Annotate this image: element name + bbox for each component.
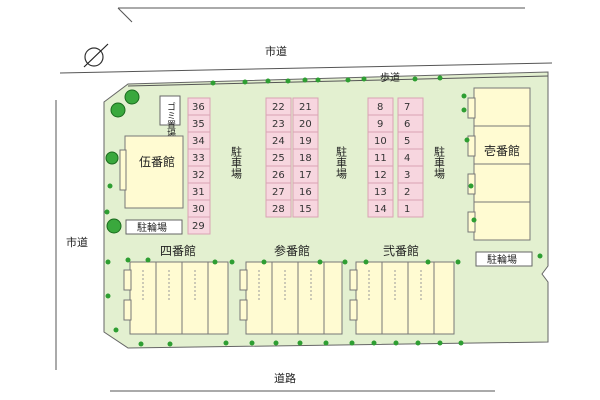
building-5-notch bbox=[119, 149, 127, 191]
slot-number: 15 bbox=[299, 204, 312, 215]
slot-number: 3 bbox=[404, 170, 410, 181]
slot-number: 22 bbox=[272, 102, 285, 113]
slot-number: 20 bbox=[299, 119, 312, 130]
building-5-body bbox=[124, 135, 184, 209]
slot-number: 2 bbox=[404, 187, 410, 198]
parking-column-d: 8 9 10 11 12 13 14 bbox=[367, 97, 394, 218]
slot-number: 32 bbox=[192, 170, 205, 181]
slot-number: 8 bbox=[377, 102, 383, 113]
parking-slot bbox=[292, 199, 319, 218]
garbage-area bbox=[159, 95, 181, 126]
slot-number: 12 bbox=[374, 170, 387, 181]
slot-number: 31 bbox=[192, 187, 205, 198]
slot-number: 25 bbox=[272, 153, 285, 164]
north-arrow-icon bbox=[83, 43, 109, 68]
slot-number: 21 bbox=[299, 102, 312, 113]
top-road-label: 市道 bbox=[265, 44, 287, 58]
building-4 bbox=[123, 261, 229, 335]
parking-label-3: 駐車場 bbox=[433, 145, 446, 180]
slot-number: 26 bbox=[272, 170, 285, 181]
parking-slot bbox=[397, 165, 424, 184]
top-road-lower-edge bbox=[59, 62, 553, 74]
building-2 bbox=[349, 261, 455, 335]
parking-slot bbox=[397, 148, 424, 167]
slot-number: 34 bbox=[192, 136, 205, 147]
parking-slot bbox=[397, 182, 424, 201]
slot-number: 30 bbox=[192, 204, 205, 215]
parking-slot bbox=[397, 131, 424, 150]
building-3 bbox=[239, 261, 343, 335]
slot-number: 36 bbox=[192, 102, 205, 113]
slot-number: 24 bbox=[272, 136, 285, 147]
slot-number: 1 bbox=[404, 204, 410, 215]
slot-number: 23 bbox=[272, 119, 285, 130]
building-2-label: 弐番館 bbox=[383, 243, 419, 258]
bike-parking-right-label: 駐輪場 bbox=[487, 253, 517, 266]
slot-number: 28 bbox=[272, 204, 285, 215]
slot-number: 10 bbox=[374, 136, 387, 147]
slot-number: 33 bbox=[192, 153, 205, 164]
parking-slot bbox=[187, 216, 211, 235]
parking-slot bbox=[397, 114, 424, 133]
bike-parking-left bbox=[125, 219, 183, 235]
slot-number: 9 bbox=[377, 119, 383, 130]
sidewalk-label: 歩道 bbox=[380, 71, 400, 84]
slot-number: 5 bbox=[404, 136, 410, 147]
parking-column-a: 36 35 34 33 32 31 30 29 bbox=[187, 97, 211, 235]
building-1 bbox=[467, 87, 531, 241]
sidewalk-line bbox=[127, 75, 549, 87]
bike-parking-right bbox=[475, 251, 533, 267]
slot-number: 14 bbox=[374, 204, 387, 215]
slot-number: 19 bbox=[299, 136, 312, 147]
parking-slot bbox=[265, 199, 292, 218]
slot-number: 17 bbox=[299, 170, 312, 181]
building-1-label: 壱番館 bbox=[484, 143, 520, 158]
parking-slot bbox=[367, 199, 394, 218]
slot-number: 7 bbox=[404, 102, 410, 113]
slot-number: 4 bbox=[404, 153, 410, 164]
slot-number: 11 bbox=[374, 153, 387, 164]
top-road-edge-2 bbox=[117, 7, 133, 23]
left-road-label: 市道 bbox=[66, 235, 88, 249]
bike-parking-left-label: 駐輪場 bbox=[137, 221, 167, 234]
parking-slot bbox=[397, 97, 424, 116]
bottom-road-label: 道路 bbox=[274, 371, 296, 385]
slot-number: 16 bbox=[299, 187, 312, 198]
slot-number: 6 bbox=[404, 119, 410, 130]
slot-number: 29 bbox=[192, 221, 205, 232]
parking-slot bbox=[397, 199, 424, 218]
building-3-label: 参番館 bbox=[274, 243, 310, 258]
parking-label-1: 駐車場 bbox=[230, 145, 243, 180]
building-4-label: 四番館 bbox=[160, 243, 196, 258]
parking-column-c: 21 20 19 18 17 16 15 bbox=[292, 97, 319, 218]
garbage-label: ゴミ置場 bbox=[165, 101, 176, 139]
parking-label-2: 駐車場 bbox=[335, 145, 348, 180]
slot-number: 35 bbox=[192, 119, 205, 130]
slot-number: 13 bbox=[374, 187, 387, 198]
building-5-label: 伍番館 bbox=[139, 154, 175, 169]
slot-number: 27 bbox=[272, 187, 285, 198]
hedge-trees bbox=[104, 75, 543, 347]
parking-column-b: 22 23 24 25 26 27 28 bbox=[265, 97, 292, 218]
slot-number: 18 bbox=[299, 153, 312, 164]
tree-icon bbox=[105, 89, 140, 234]
parking-column-e: 7 6 5 4 3 2 1 bbox=[397, 97, 424, 218]
